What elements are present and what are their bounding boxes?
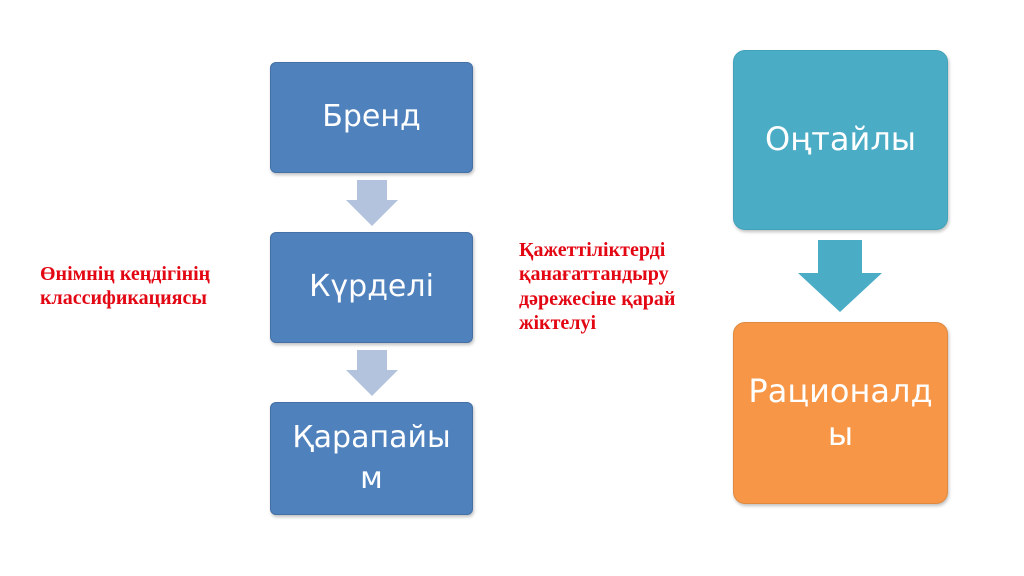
box-optimal: Оңтайлы [733,50,948,230]
box-brand: Бренд [270,62,473,173]
box-simple-label: Қарапайы м [292,420,451,496]
down-arrow-icon [346,180,398,226]
box-optimal-label: Оңтайлы [764,120,917,159]
arrow-shape [346,180,398,226]
right-caption: Қажеттіліктерді қанағаттандыру дәрежесін… [519,239,676,335]
box-brand-label: Бренд [322,99,421,135]
arrow-shape [798,240,882,312]
box-complex: Күрделі [270,232,473,343]
box-complex-label: Күрделі [309,269,434,305]
box-rational-label: Рационалд ы [748,371,933,453]
down-arrow-icon [346,350,398,396]
box-rational: Рационалд ы [733,322,948,504]
box-simple: Қарапайы м [270,402,473,515]
left-caption: Өнімнің кеңдігінің классификациясы [40,263,211,310]
arrow-shape [346,350,398,396]
down-arrow-icon [798,240,882,312]
